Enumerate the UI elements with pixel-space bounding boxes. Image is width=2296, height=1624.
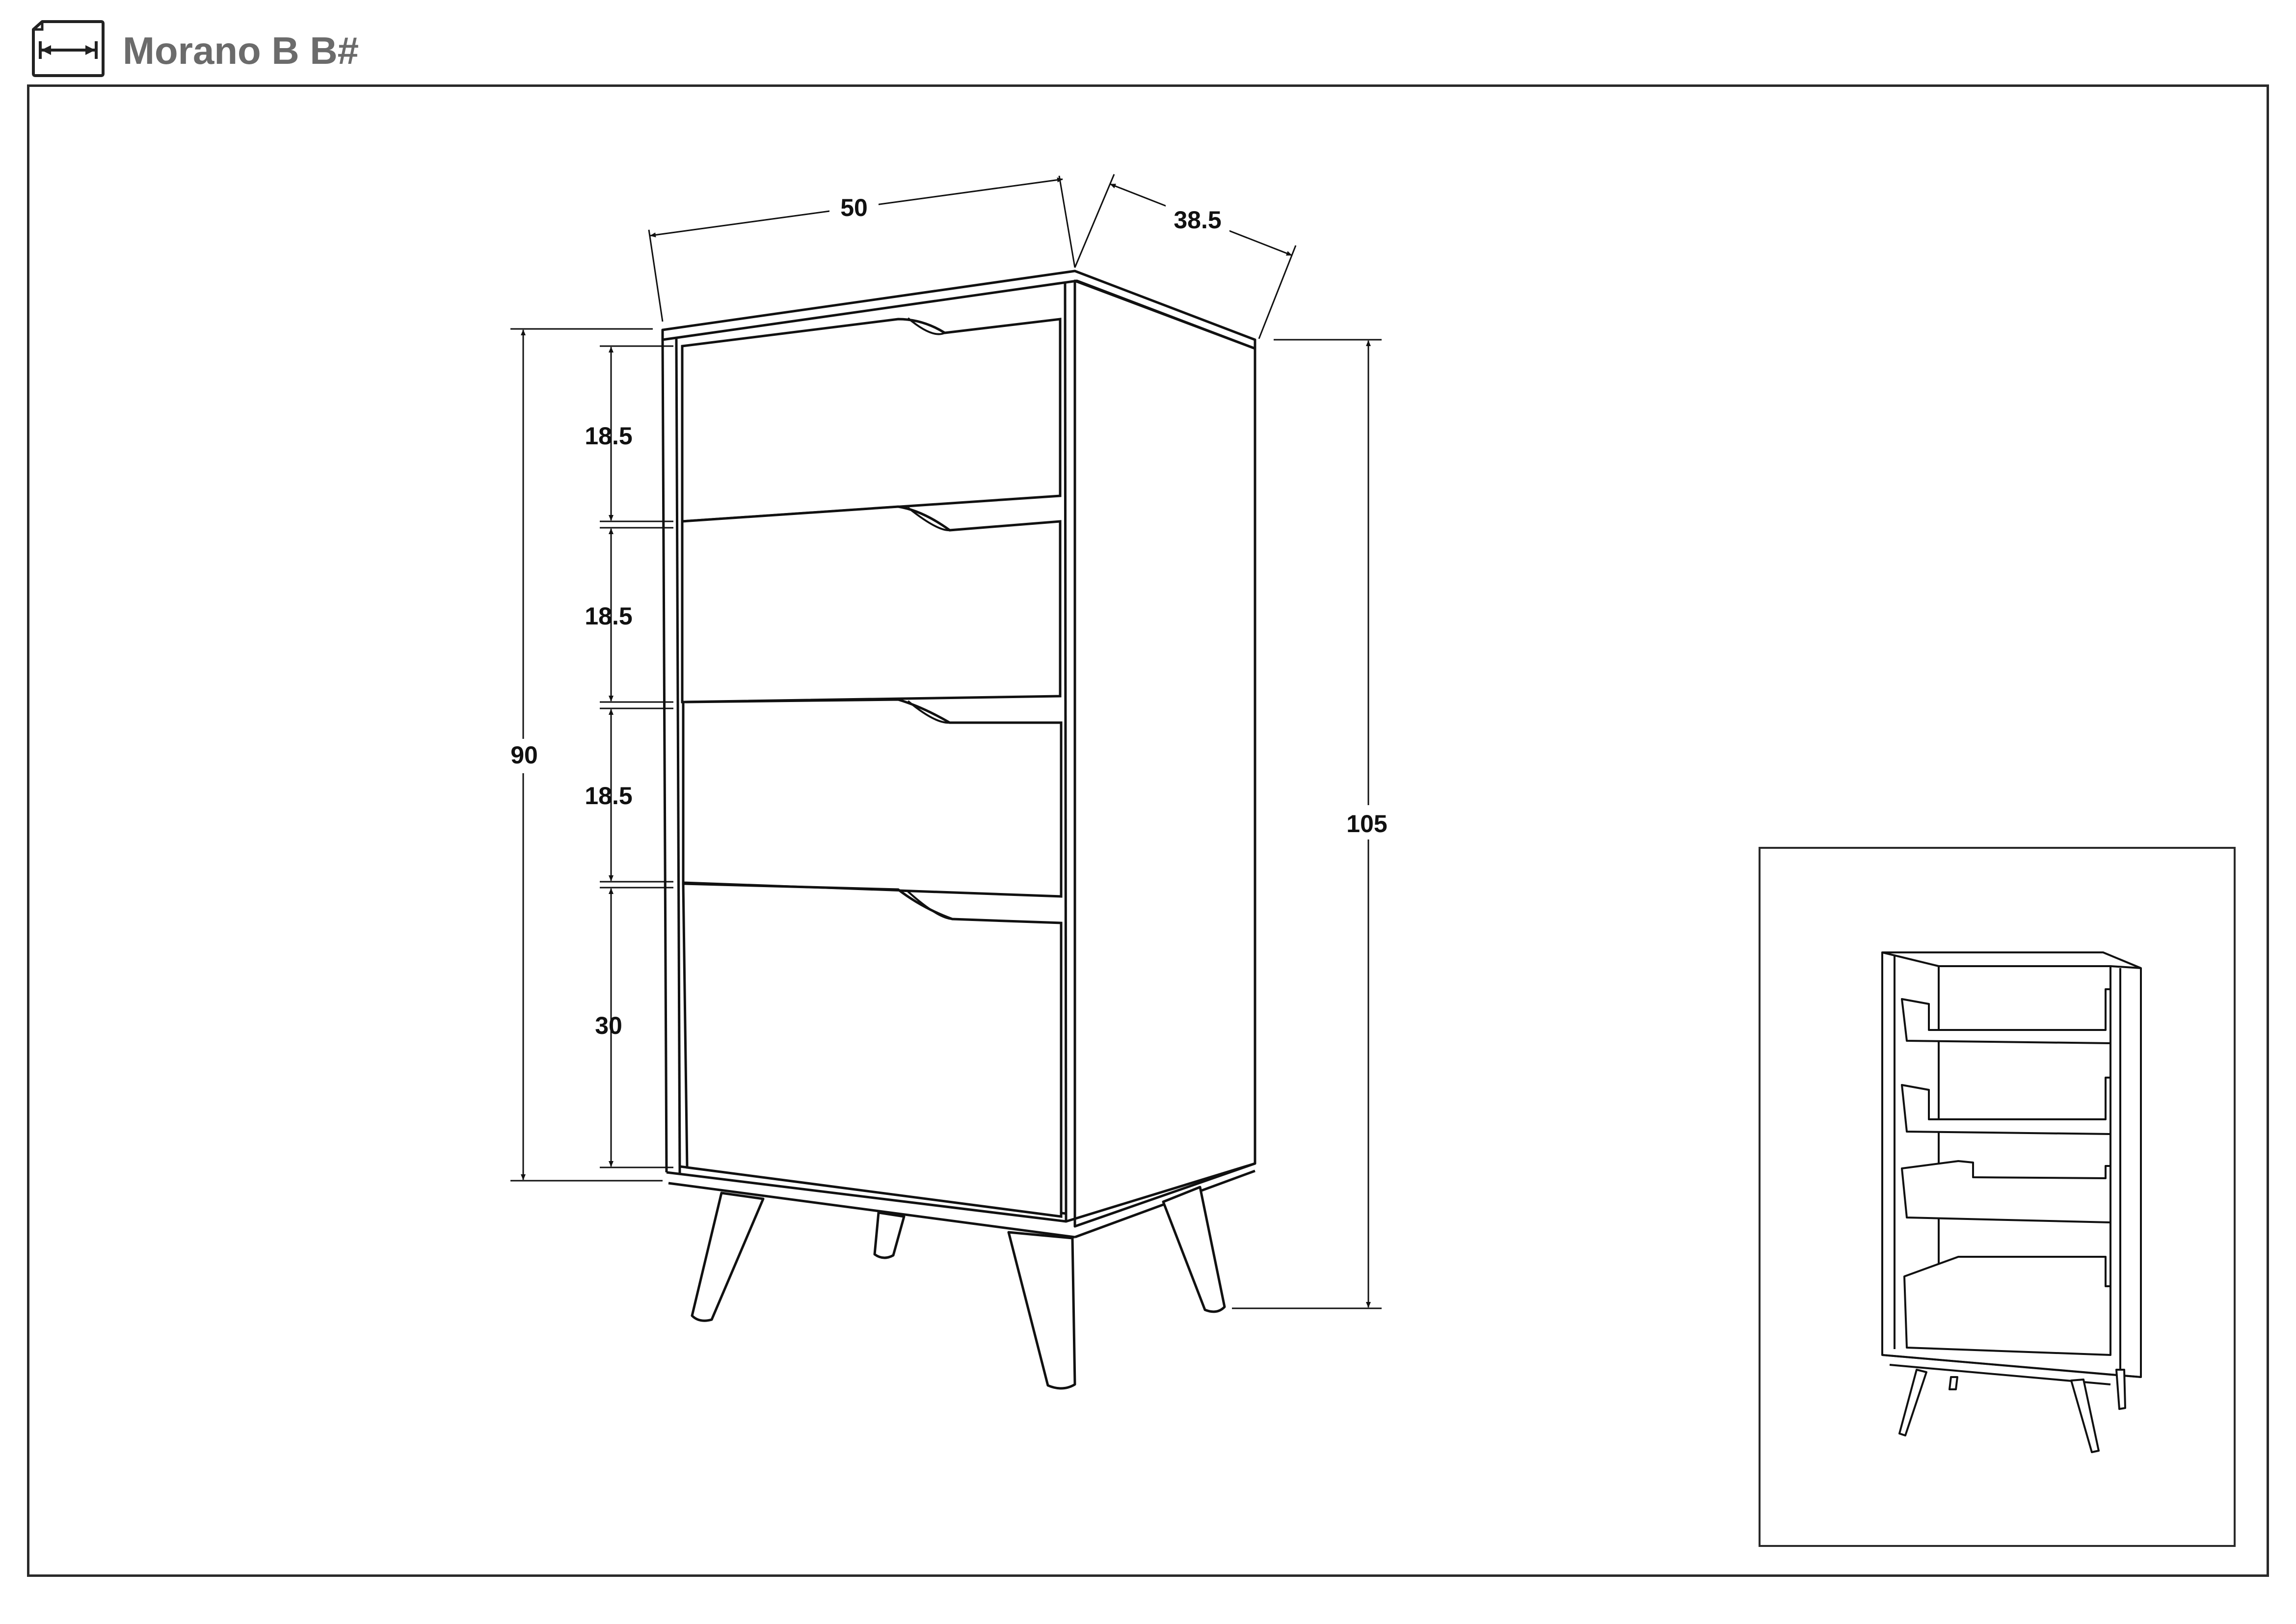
inset-leg-side bbox=[2115, 1369, 2126, 1410]
leg-right bbox=[1162, 1186, 1226, 1313]
leg-back-left bbox=[873, 1211, 906, 1259]
inset-drawer-3 bbox=[1901, 1160, 2111, 1223]
dim-width-label: 50 bbox=[840, 194, 868, 221]
drawer-4 bbox=[682, 882, 1063, 1218]
dim-drawer-4-label: 30 bbox=[595, 1012, 622, 1039]
inset-leg-back bbox=[1949, 1376, 1958, 1390]
inset-drawer-2 bbox=[1901, 1077, 2111, 1135]
drawing-frame bbox=[27, 84, 2269, 1577]
dim-body-height-label: 90 bbox=[510, 741, 538, 769]
dimension-arrow-icon bbox=[32, 20, 105, 77]
inset-leg-right bbox=[2070, 1379, 2100, 1453]
dim-drawer-2-label: 18.5 bbox=[585, 602, 632, 630]
drawer-fronts bbox=[681, 318, 1063, 1218]
inset-open-cabinet bbox=[1881, 951, 2142, 1453]
drawer-handles bbox=[682, 317, 1062, 920]
leg-front-right bbox=[1007, 1231, 1076, 1390]
dresser-outline bbox=[661, 270, 1256, 1239]
dim-total-height-label: 105 bbox=[1346, 810, 1387, 838]
dim-drawer-1-label: 18.5 bbox=[585, 422, 632, 450]
legs bbox=[691, 1186, 1226, 1390]
inset-frame bbox=[1759, 847, 2236, 1547]
drawer-3 bbox=[682, 698, 1063, 898]
product-title: Morano B B# bbox=[123, 29, 359, 72]
inset-drawer-1 bbox=[1901, 988, 2111, 1044]
inset-drawer-4 bbox=[1903, 1256, 2111, 1356]
dim-drawer-3-label: 18.5 bbox=[585, 782, 632, 810]
dim-depth-label: 38.5 bbox=[1174, 206, 1221, 234]
drawer-1 bbox=[681, 318, 1062, 523]
drawer-2 bbox=[681, 505, 1062, 704]
leg-front-left bbox=[691, 1191, 765, 1322]
inset-leg-left bbox=[1898, 1369, 1927, 1436]
